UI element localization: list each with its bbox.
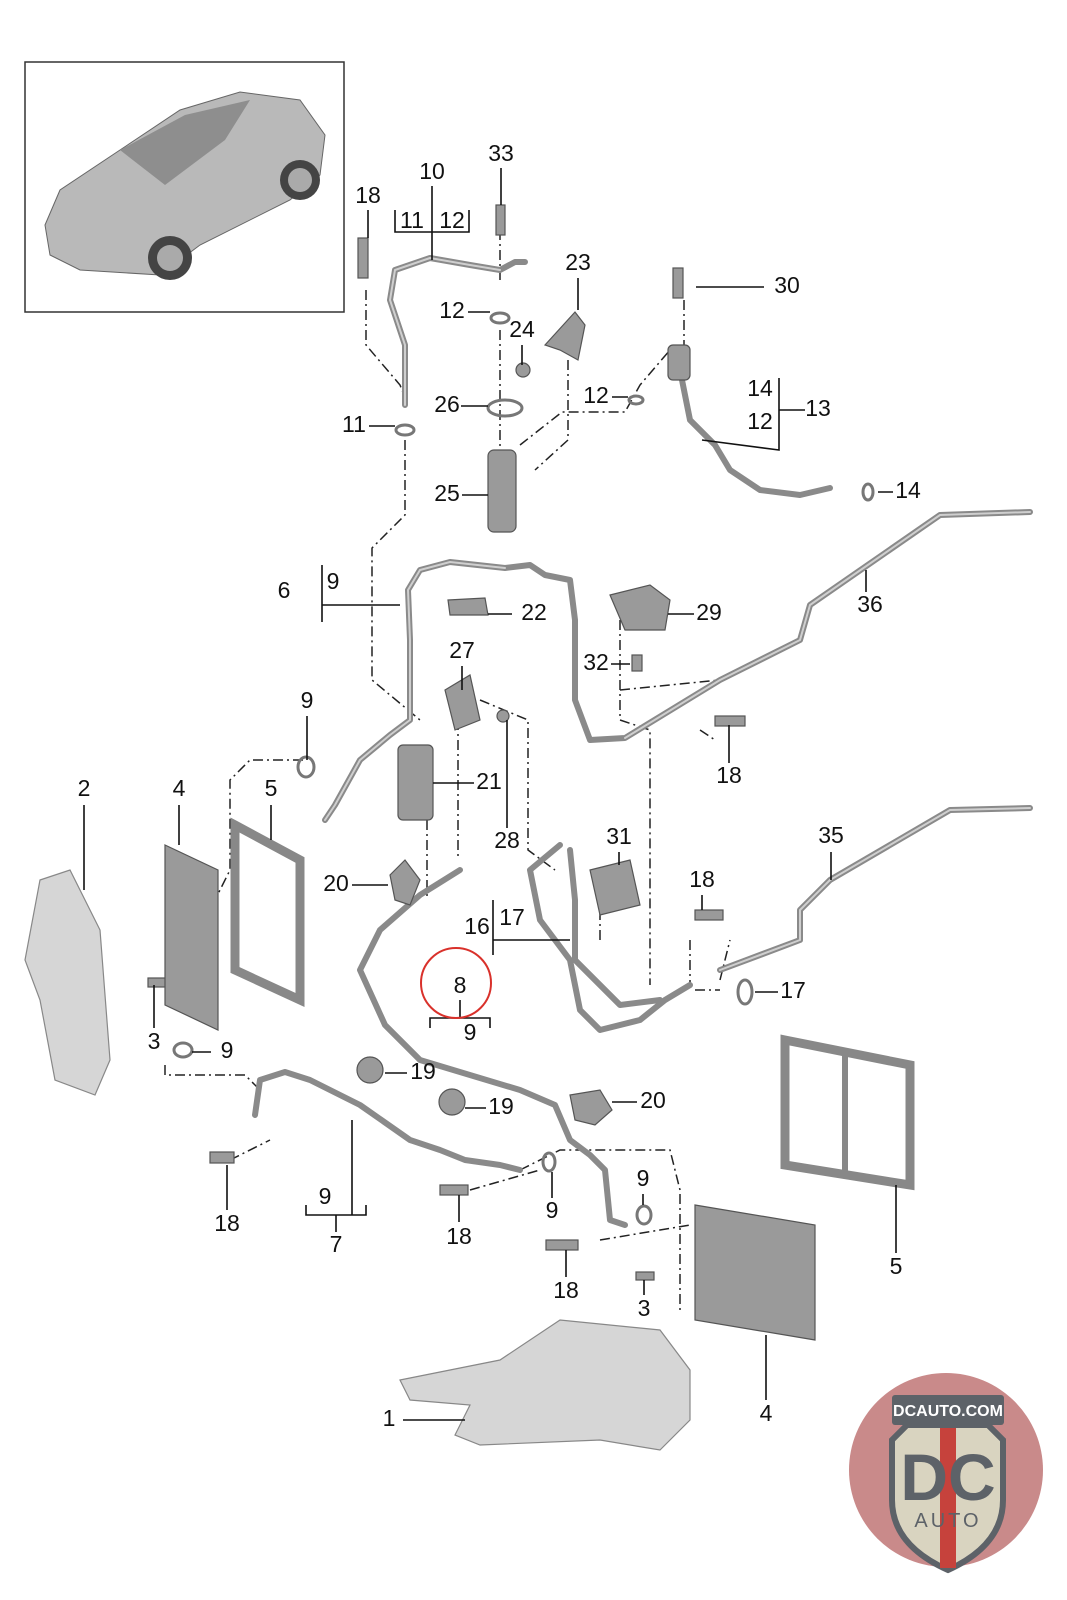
callout-label-12: 12 <box>439 297 465 323</box>
logo-sub-text: AUTO <box>914 1510 981 1532</box>
logo-main-text: DC <box>900 1440 995 1514</box>
callout-label-12: 12 <box>583 382 609 408</box>
callout-label-11: 11 <box>342 411 366 437</box>
callout-label-26: 26 <box>434 391 460 417</box>
callout-label-19: 19 <box>410 1058 436 1084</box>
callout-label-35: 35 <box>818 822 844 848</box>
callout-label-3: 3 <box>148 1028 161 1054</box>
condenser-right <box>694 1204 816 1341</box>
receiver-drier <box>487 449 517 533</box>
callout-label-28: 28 <box>494 827 520 853</box>
callout-label-14: 14 <box>895 477 921 503</box>
callout-label-20: 20 <box>640 1087 666 1113</box>
callout-label-9: 9 <box>319 1183 332 1209</box>
condenser-left <box>164 844 219 1031</box>
callout-label-18: 18 <box>214 1210 240 1236</box>
callout-label-32: 32 <box>583 649 609 675</box>
frame-right <box>780 1034 915 1191</box>
callout-label-8: 8 <box>454 972 467 998</box>
callout-label-2: 2 <box>78 775 91 801</box>
highlight-circle <box>420 947 492 1019</box>
valve-21 <box>397 744 434 821</box>
callout-label-6: 6 <box>278 577 291 603</box>
callout-label-9: 9 <box>221 1037 234 1063</box>
vehicle-thumbnail <box>24 61 345 313</box>
callout-label-13: 13 <box>805 395 831 421</box>
callout-label-23: 23 <box>565 249 591 275</box>
callout-label-22: 22 <box>521 599 547 625</box>
callout-label-5: 5 <box>890 1253 903 1279</box>
callout-label-16: 16 <box>464 913 490 939</box>
callout-label-9: 9 <box>464 1019 477 1045</box>
logo-top-text: DCAUTO.COM <box>893 1403 1003 1420</box>
callout-label-18: 18 <box>716 762 742 788</box>
callout-label-18: 18 <box>689 866 715 892</box>
callout-label-29: 29 <box>696 599 722 625</box>
callout-label-1: 1 <box>383 1405 396 1431</box>
callout-label-36: 36 <box>857 591 883 617</box>
callout-label-18: 18 <box>446 1223 472 1249</box>
callout-label-18: 18 <box>553 1277 579 1303</box>
callout-label-14: 14 <box>747 375 773 401</box>
callout-label-9: 9 <box>637 1165 650 1191</box>
callout-label-17: 17 <box>780 977 806 1003</box>
callout-label-20: 20 <box>323 870 349 896</box>
bracket-29 <box>609 584 671 631</box>
frame-left <box>230 817 305 1008</box>
air-duct-right <box>399 1319 691 1451</box>
callout-label-21: 21 <box>476 768 502 794</box>
air-duct-left <box>24 869 111 1096</box>
callout-label-9: 9 <box>327 568 340 594</box>
components <box>24 204 915 1451</box>
callout-label-30: 30 <box>774 272 800 298</box>
callout-label-11: 11 <box>400 207 424 233</box>
callout-label-10: 10 <box>419 158 445 184</box>
callout-label-17: 17 <box>499 904 525 930</box>
dcauto-logo: DCAUTO.COM DC AUTO <box>849 1373 1043 1574</box>
callout-label-25: 25 <box>434 480 460 506</box>
callout-label-9: 9 <box>301 687 314 713</box>
callout-label-33: 33 <box>488 140 514 166</box>
callout-label-9: 9 <box>546 1197 559 1223</box>
callout-label-4: 4 <box>760 1400 773 1426</box>
callout-label-3: 3 <box>638 1295 651 1321</box>
callout-label-12: 12 <box>439 207 465 233</box>
callout-label-27: 27 <box>449 637 475 663</box>
callout-label-4: 4 <box>173 775 186 801</box>
bolt-18-top <box>357 237 369 279</box>
callout-label-24: 24 <box>509 316 535 342</box>
callout-label-7: 7 <box>330 1231 343 1257</box>
callout-label-5: 5 <box>265 775 278 801</box>
ac-pipes <box>252 255 1033 1228</box>
callout-label-12: 12 <box>747 408 773 434</box>
callout-label-19: 19 <box>488 1093 514 1119</box>
callout-label-18: 18 <box>355 182 381 208</box>
callout-label-31: 31 <box>606 823 632 849</box>
